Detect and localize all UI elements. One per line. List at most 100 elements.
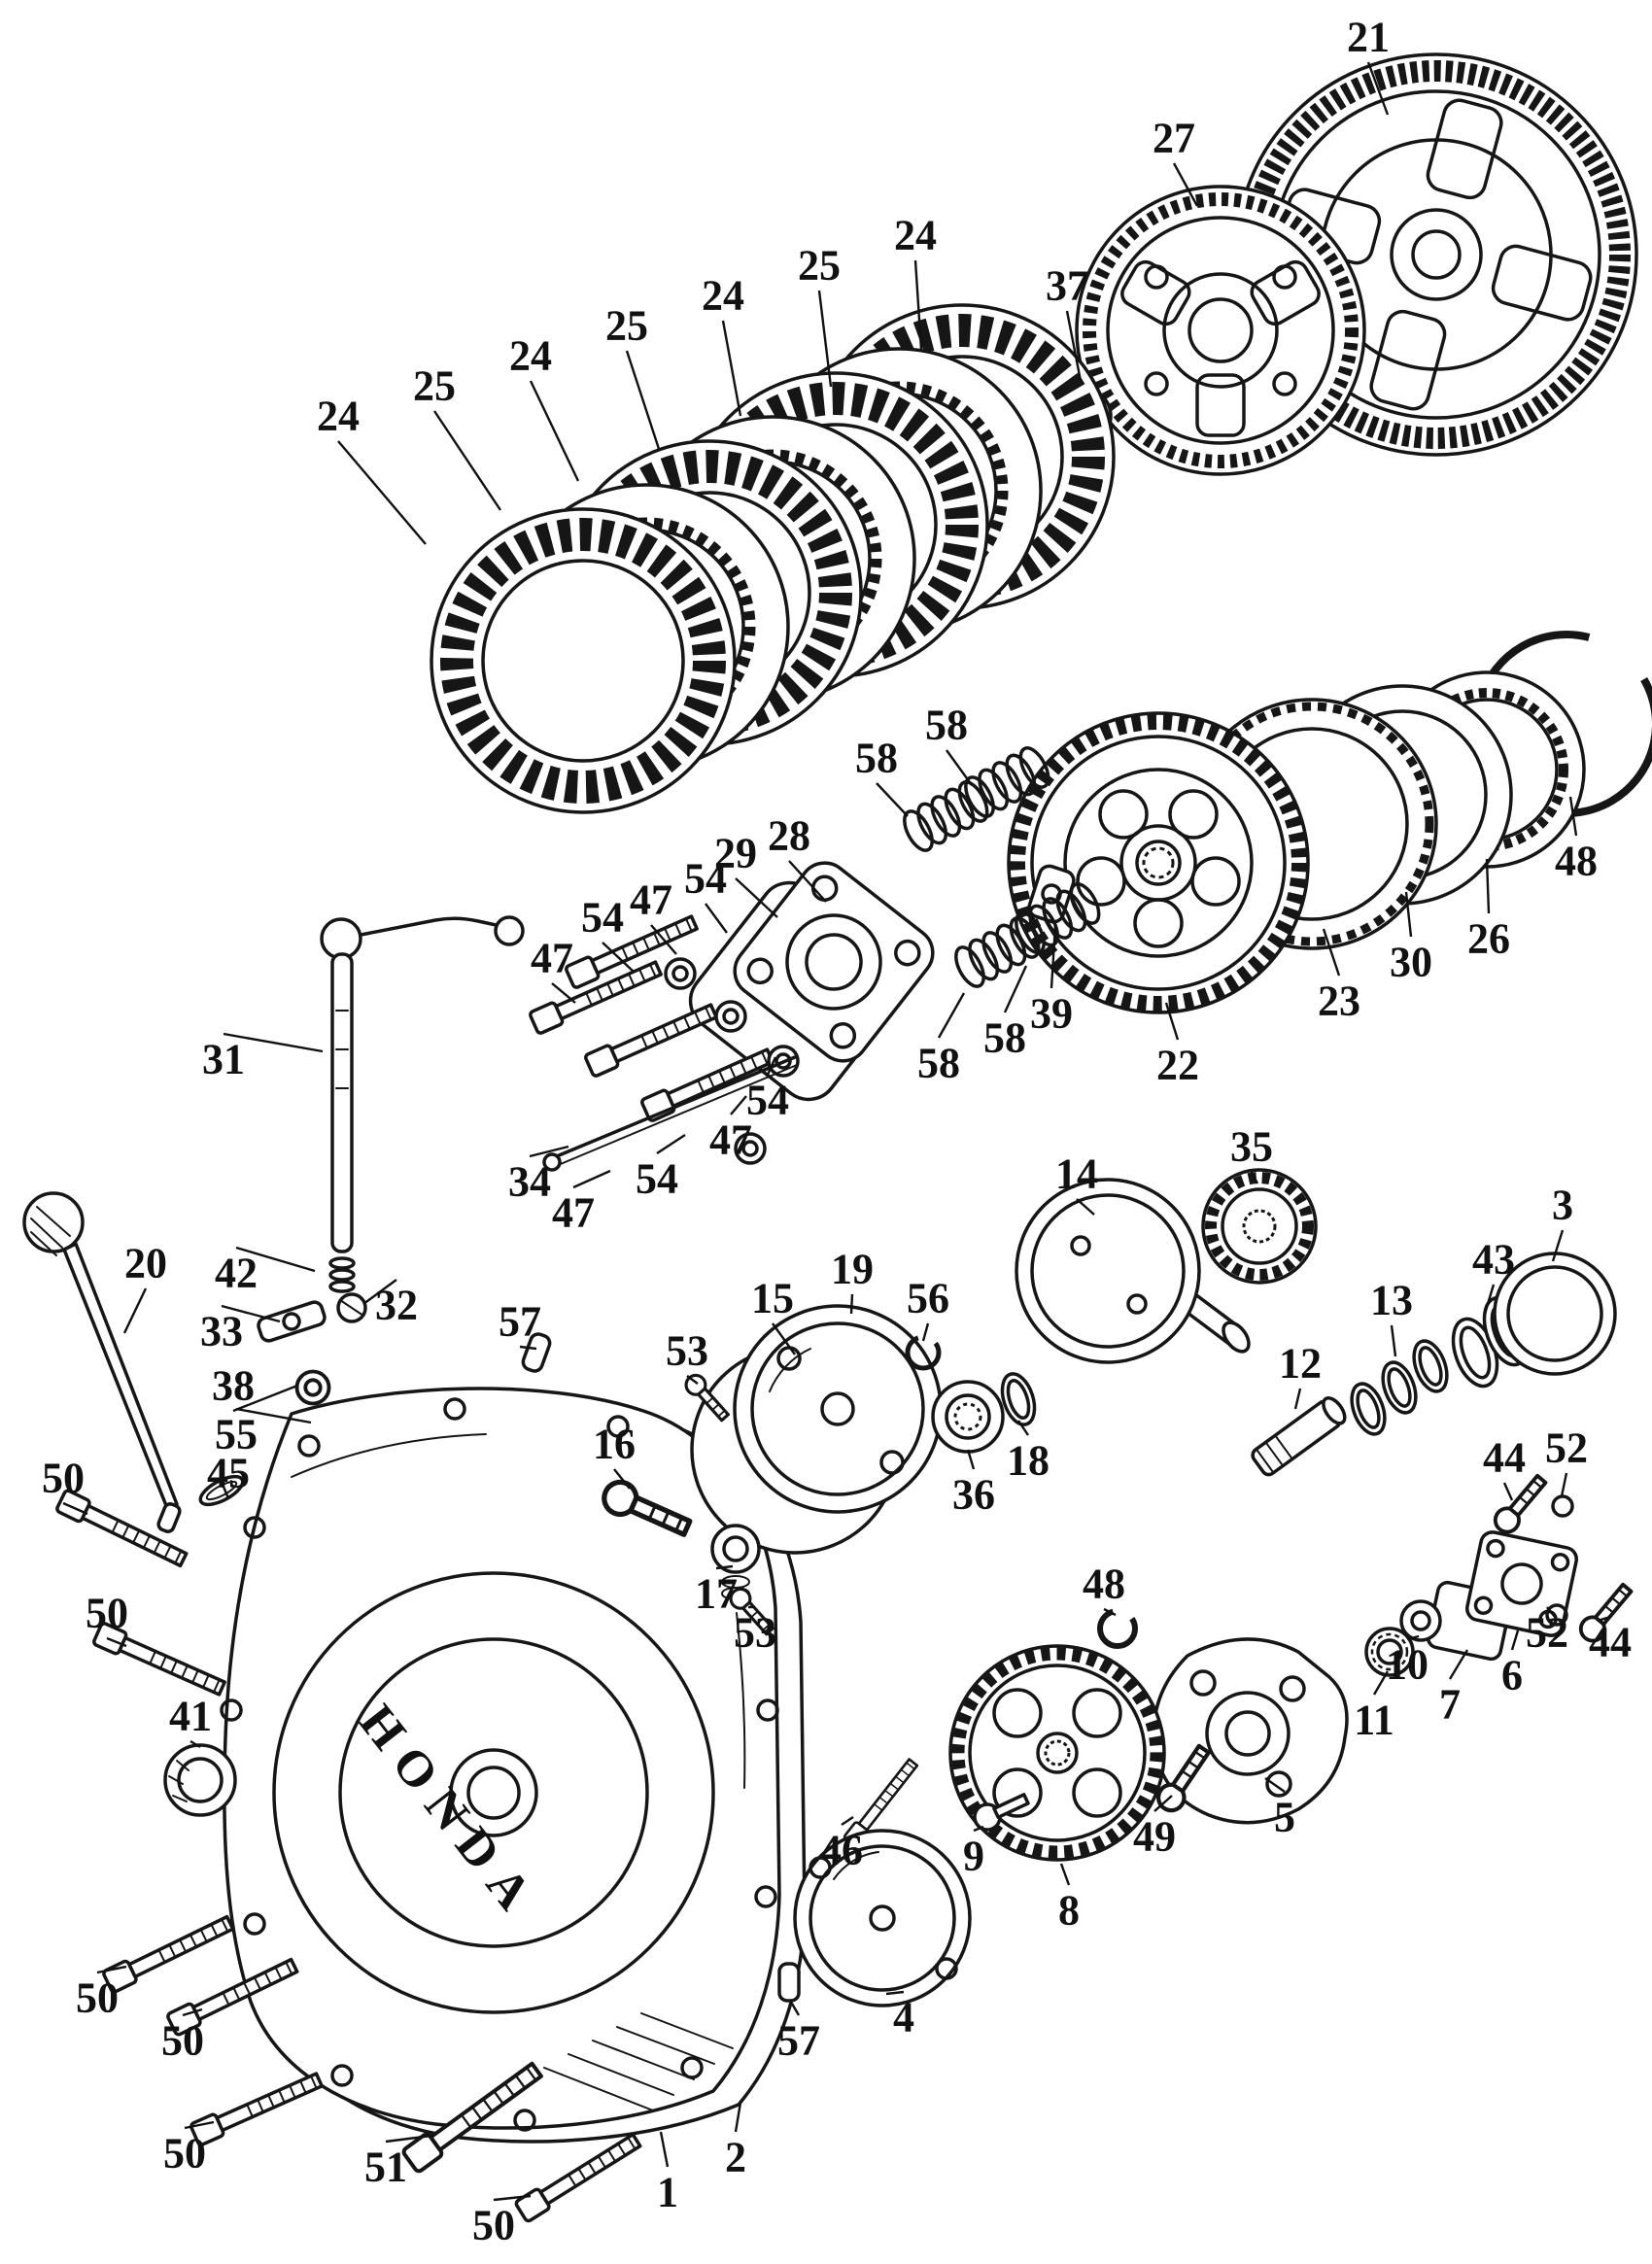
callout-16: 16 xyxy=(593,1421,636,1468)
leader-line-20 xyxy=(122,1287,148,1334)
leader-line-28 xyxy=(788,860,827,903)
callout-53: 53 xyxy=(734,1609,776,1657)
clutch-center xyxy=(1075,185,1366,476)
pump-rotor-group xyxy=(1015,1168,1617,1477)
leader-line-8 xyxy=(1059,1863,1071,1886)
callout-50: 50 xyxy=(163,2130,206,2178)
leader-line-16 xyxy=(613,1468,631,1490)
oring-52a xyxy=(1551,1494,1574,1518)
leader-line-50 xyxy=(96,1965,127,1974)
callout-19: 19 xyxy=(831,1246,874,1293)
leader-line-25 xyxy=(433,410,501,511)
leader-line-1 xyxy=(659,2131,670,2168)
leader-line-58 xyxy=(876,782,909,817)
callout-18: 18 xyxy=(1007,1437,1050,1485)
callout-48: 48 xyxy=(1083,1561,1125,1608)
leader-line-47 xyxy=(650,924,677,955)
pump-drive-gear xyxy=(1201,1168,1318,1285)
callout-8: 8 xyxy=(1058,1887,1080,1935)
clutch-lever-group xyxy=(198,915,525,1507)
leader-line-25 xyxy=(625,350,661,450)
callout-20: 20 xyxy=(124,1240,167,1287)
leader-line-58 xyxy=(937,992,966,1039)
lever-clip xyxy=(336,1292,367,1323)
leader-line-7 xyxy=(1448,1649,1469,1680)
callout-47: 47 xyxy=(552,1189,595,1237)
leader-line-24 xyxy=(913,259,923,351)
leader-line-30 xyxy=(1404,891,1413,938)
pump-shaft xyxy=(1251,1396,1347,1477)
callout-43: 43 xyxy=(1472,1236,1515,1284)
callout-layer: 2127372425242524252448263023223958585858… xyxy=(42,14,1632,2249)
oring-45 xyxy=(198,1474,245,1507)
leader-line-37 xyxy=(1065,310,1083,382)
oil-pump-cover-group xyxy=(600,1304,1043,1639)
leader-line-15 xyxy=(772,1322,796,1355)
callout-13: 13 xyxy=(1370,1277,1413,1324)
leader-line-31 xyxy=(223,1032,324,1053)
pressure-plate-group xyxy=(1007,631,1652,1014)
leader-line-11 xyxy=(1372,1670,1390,1696)
circlip-48b xyxy=(1097,1608,1138,1649)
callout-44: 44 xyxy=(1589,1619,1632,1666)
callout-22: 22 xyxy=(1156,1042,1199,1089)
leader-line-17 xyxy=(715,1564,734,1570)
leader-line-34 xyxy=(529,1145,569,1158)
callout-17: 17 xyxy=(695,1570,738,1618)
callout-11: 11 xyxy=(1354,1697,1394,1744)
callout-56: 56 xyxy=(907,1275,949,1322)
callout-39: 39 xyxy=(1030,990,1073,1038)
leader-line-44 xyxy=(1502,1482,1514,1501)
leader-line-24 xyxy=(721,320,742,417)
leader-line-4 xyxy=(885,1990,905,1996)
leader-line-50 xyxy=(182,2007,203,2017)
leader-line-33 xyxy=(221,1304,281,1323)
callout-32: 32 xyxy=(375,1282,418,1329)
callout-2: 2 xyxy=(725,2134,746,2181)
leader-line-46 xyxy=(841,1816,854,1826)
callout-25: 25 xyxy=(798,242,841,290)
leader-line-24 xyxy=(337,440,427,545)
leader-line-13 xyxy=(1390,1324,1397,1357)
callout-44: 44 xyxy=(1483,1434,1526,1482)
leader-line-32 xyxy=(362,1279,397,1305)
callout-38: 38 xyxy=(212,1362,255,1410)
leader-line-51 xyxy=(385,2134,432,2144)
leader-line-5 xyxy=(1264,1777,1286,1793)
leader-line-45 xyxy=(222,1486,230,1499)
callout-58: 58 xyxy=(917,1040,960,1087)
callout-47: 47 xyxy=(709,1116,752,1164)
leader-line-48 xyxy=(1103,1607,1117,1617)
leader-line-54 xyxy=(656,1133,686,1155)
callout-58: 58 xyxy=(855,735,898,782)
leader-line-19 xyxy=(849,1293,854,1315)
callout-28: 28 xyxy=(768,812,810,860)
leader-line-18 xyxy=(1017,1420,1029,1436)
callout-24: 24 xyxy=(317,393,360,440)
leader-line-57 xyxy=(790,2003,801,2016)
dipstick xyxy=(22,1191,182,1533)
callout-36: 36 xyxy=(952,1471,995,1519)
pump-body xyxy=(1152,1637,1349,1825)
thrust-washer xyxy=(1399,1599,1442,1642)
crankcase-cover: HONDA xyxy=(220,1387,781,2132)
leader-line-38 xyxy=(232,1384,298,1413)
callout-51: 51 xyxy=(364,2144,407,2191)
callout-54: 54 xyxy=(684,855,727,903)
callout-53: 53 xyxy=(666,1327,708,1375)
leader-line-57 xyxy=(519,1345,537,1351)
callout-29: 29 xyxy=(714,830,757,877)
dowel-pin-a xyxy=(521,1332,552,1373)
callout-50: 50 xyxy=(472,2202,515,2249)
callout-58: 58 xyxy=(925,702,968,749)
callout-24: 24 xyxy=(509,332,552,380)
leader-line-55 xyxy=(235,1407,312,1424)
leader-line-42 xyxy=(235,1246,316,1273)
callout-50: 50 xyxy=(161,2017,204,2065)
leader-line-12 xyxy=(1293,1388,1302,1410)
leader-line-23 xyxy=(1322,928,1341,977)
oil-pump-body-group xyxy=(521,1332,1349,2007)
clutch-lifter-group xyxy=(527,861,935,1172)
